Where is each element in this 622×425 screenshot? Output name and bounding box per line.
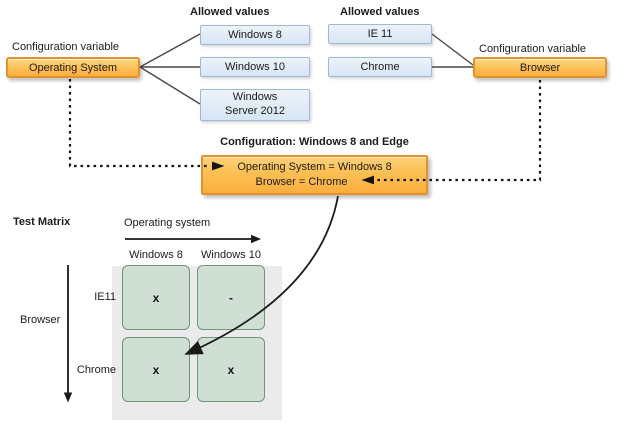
row-header-ie11: IE11 (94, 291, 116, 303)
value-windows-8: Windows 8 (228, 29, 282, 41)
cell-value: - (229, 290, 233, 305)
column-header-windows-8: Windows 8 (129, 249, 183, 261)
configuration-assignment-browser: Browser = Chrome (255, 176, 348, 188)
cell-value: x (152, 290, 160, 305)
cell-value: x (152, 362, 160, 377)
matrix-cell-ie11-windows8: x (122, 265, 190, 330)
column-header-windows-10: Windows 10 (201, 249, 261, 261)
value-chrome: Chrome (360, 61, 400, 73)
x-axis-label: Operating system (124, 217, 211, 229)
value-ie-11: IE 11 (367, 28, 393, 40)
value-box-ie-11: IE 11 (328, 24, 432, 44)
matrix-cell-chrome-windows10: x (197, 337, 265, 402)
browser-variable-box: Browser (473, 57, 607, 78)
connector-os-windows8 (139, 33, 201, 68)
value-windows-10: Windows 10 (225, 61, 285, 73)
allowed-values-header-right: Allowed values (340, 6, 420, 18)
operating-system-variable-text: Operating System (28, 61, 118, 74)
configuration-heading: Configuration: Windows 8 and Edge (220, 136, 409, 148)
test-matrix-title: Test Matrix (13, 216, 71, 228)
dotted-arrow-os-to-config (68, 79, 210, 168)
x-axis-arrowhead-icon (251, 234, 261, 244)
connector-ie11-browser (431, 33, 474, 66)
row-header-chrome: Chrome (76, 364, 116, 376)
allowed-values-header-left: Allowed values (190, 6, 270, 18)
connector-os-windowsserver (139, 66, 201, 105)
operating-system-variable-box: Operating System (6, 57, 140, 78)
configuration-box: Operating System = Windows 8 Browser = C… (201, 155, 428, 195)
browser-variable-text: Browser (519, 61, 561, 74)
config-variable-label-left: Configuration variable (12, 41, 120, 53)
value-box-windows-8: Windows 8 (200, 25, 310, 45)
value-box-windows-server-2012: Windows Server 2012 (200, 89, 310, 121)
config-variable-label-right: Configuration variable (479, 43, 587, 55)
y-axis-label: Browser (20, 314, 61, 326)
value-box-windows-10: Windows 10 (200, 57, 310, 77)
value-box-chrome: Chrome (328, 57, 432, 77)
matrix-cell-chrome-windows8: x (122, 337, 190, 402)
y-axis-arrowhead-icon (63, 392, 73, 403)
matrix-cell-ie11-windows10: - (197, 265, 265, 330)
configuration-assignment-os: Operating System = Windows 8 (237, 161, 392, 173)
cell-value: x (227, 362, 235, 377)
value-windows-server-2012: Windows Server 2012 (225, 91, 285, 117)
